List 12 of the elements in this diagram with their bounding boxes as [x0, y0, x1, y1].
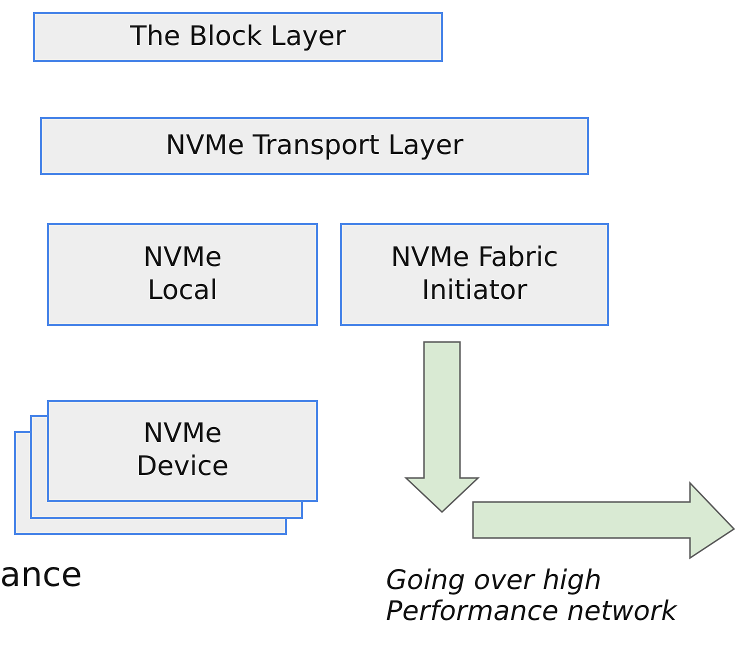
process-box [47, 223, 318, 326]
process-box [340, 223, 609, 326]
node-label: NVMe Device [135, 418, 230, 484]
network-caption: Going over high Performance network [386, 565, 678, 628]
device-card [47, 400, 318, 502]
node-label: NVMe Local [142, 242, 223, 308]
node-label: NVMe Fabric Initiator [390, 242, 560, 308]
partial-text: ance [0, 556, 83, 596]
node-label: NVMe Transport Layer [166, 130, 464, 162]
layer-box [33, 12, 443, 62]
node-label: The Block Layer [130, 20, 346, 54]
layer-box [40, 117, 589, 175]
